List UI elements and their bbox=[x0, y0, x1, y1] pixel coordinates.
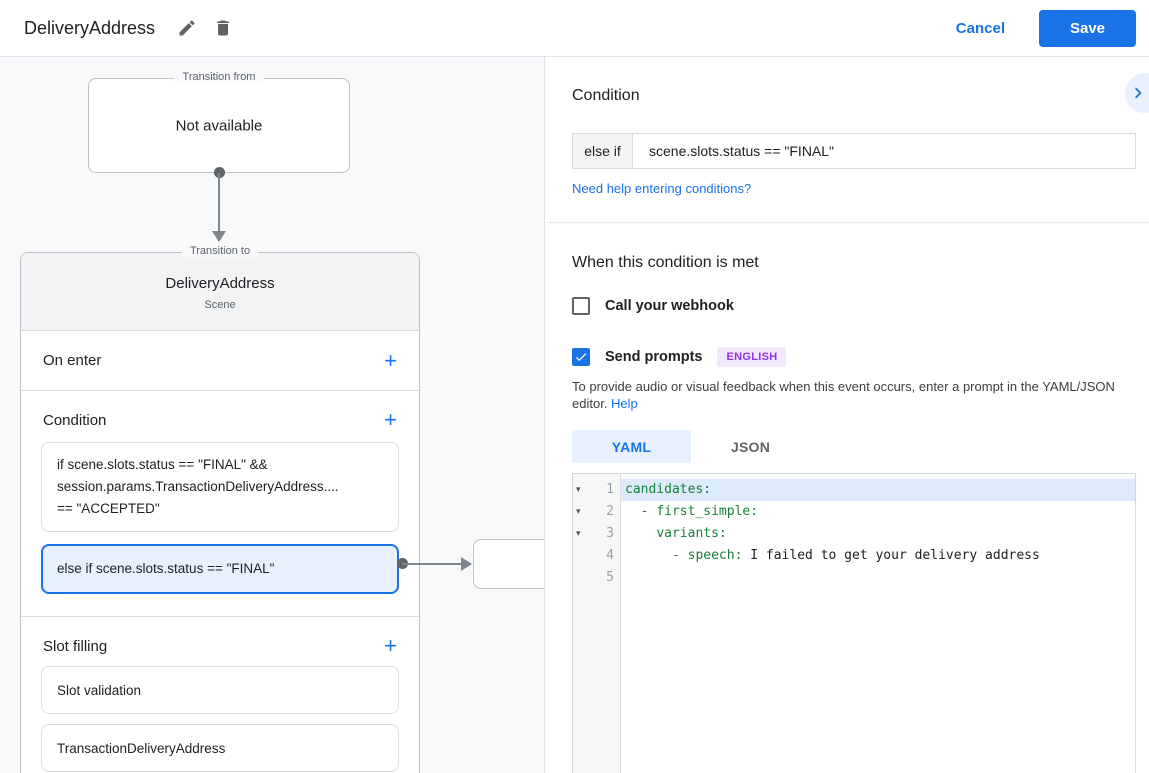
code-token: candidates: bbox=[625, 482, 712, 497]
add-on-enter-icon[interactable]: + bbox=[384, 347, 397, 373]
checkmark-icon bbox=[575, 353, 587, 362]
webhook-option-row: Call your webhook bbox=[572, 297, 734, 315]
code-token bbox=[625, 526, 656, 541]
condition-expression-input[interactable]: scene.slots.status == "FINAL" bbox=[649, 143, 835, 159]
tab-yaml[interactable]: YAML bbox=[572, 430, 691, 463]
prompts-option-row: Send prompts ENGLISH bbox=[572, 347, 787, 367]
collapse-panel-button[interactable] bbox=[1125, 73, 1149, 113]
language-badge: ENGLISH bbox=[717, 347, 787, 367]
code-token: - bbox=[625, 504, 657, 519]
fold-arrow-icon[interactable]: ▾ bbox=[576, 529, 581, 539]
code-token: speech: bbox=[687, 548, 743, 563]
line-number: 1 bbox=[606, 482, 614, 497]
code-line: - first_simple: bbox=[621, 501, 1135, 523]
section-divider bbox=[546, 222, 1149, 223]
condition-section: Condition + if scene.slots.status == "FI… bbox=[21, 391, 419, 617]
on-enter-row[interactable]: On enter + bbox=[21, 331, 419, 391]
top-bar: DeliveryAddress Cancel Save bbox=[0, 0, 1149, 57]
condition-operator: else if bbox=[573, 134, 633, 168]
gutter-row: ▾ 2 bbox=[573, 501, 620, 523]
save-button[interactable]: Save bbox=[1039, 10, 1136, 47]
condition-section-label: Condition bbox=[43, 411, 107, 429]
slot-item[interactable]: TransactionDeliveryAddress bbox=[41, 724, 399, 772]
arrow-down-icon bbox=[212, 231, 226, 242]
prompts-help-link[interactable]: Help bbox=[611, 396, 638, 411]
chevron-right-icon bbox=[1134, 87, 1142, 99]
prompts-description: To provide audio or visual feedback when… bbox=[572, 378, 1134, 412]
add-slot-icon[interactable]: + bbox=[384, 633, 397, 658]
tab-json[interactable]: JSON bbox=[730, 438, 771, 455]
condition-heading: Condition bbox=[572, 87, 640, 104]
scene-card-header: DeliveryAddress Scene bbox=[21, 253, 419, 331]
prompts-description-text: To provide audio or visual feedback when… bbox=[572, 379, 1115, 411]
code-line bbox=[621, 567, 1135, 589]
gutter-row: ▾ 3 bbox=[573, 523, 620, 545]
gutter-row: ▾ 1 bbox=[573, 479, 620, 501]
line-number: 5 bbox=[606, 570, 614, 585]
connector-line-vertical bbox=[218, 173, 220, 231]
condition-item-selected[interactable]: else if scene.slots.status == "FINAL" bbox=[41, 544, 399, 594]
send-prompts-checkbox[interactable] bbox=[572, 348, 590, 366]
transition-to-legend: Transition to bbox=[181, 245, 259, 257]
delete-icon[interactable] bbox=[213, 18, 233, 38]
transition-from-legend: Transition from bbox=[174, 71, 264, 83]
condition-help-link[interactable]: Need help entering conditions? bbox=[572, 181, 752, 196]
code-line: - speech: I failed to get your delivery … bbox=[621, 545, 1135, 567]
transition-from-value: Not available bbox=[175, 117, 263, 134]
code-line: variants: bbox=[621, 523, 1135, 545]
line-number: 2 bbox=[606, 504, 614, 519]
scene-card: Transition to DeliveryAddress Scene On e… bbox=[20, 245, 420, 773]
connector-line-horizontal bbox=[402, 563, 463, 565]
send-prompts-label: Send prompts bbox=[605, 349, 703, 365]
scene-diagram-canvas: Transition from Not available Transition… bbox=[0, 57, 545, 773]
gutter-row: 4 bbox=[573, 545, 620, 567]
code-token: first_simple: bbox=[656, 504, 759, 519]
topbar-actions: Cancel Save bbox=[956, 0, 1136, 57]
code-token: I failed to get your delivery address bbox=[742, 548, 1040, 563]
editor-tabs: YAML JSON bbox=[572, 430, 810, 463]
editor-gutter: ▾ 1 ▾ 2 ▾ 3 4 5 bbox=[573, 474, 621, 773]
webhook-label: Call your webhook bbox=[605, 298, 734, 314]
condition-item[interactable]: if scene.slots.status == "FINAL" && sess… bbox=[41, 442, 399, 532]
transition-target-box bbox=[473, 539, 544, 589]
fold-arrow-icon[interactable]: ▾ bbox=[576, 507, 581, 517]
slot-filling-section: Slot filling + Slot validation Transacti… bbox=[21, 617, 419, 773]
cancel-button[interactable]: Cancel bbox=[955, 20, 1005, 37]
transition-from-box: Transition from Not available bbox=[88, 71, 350, 173]
code-token: variants: bbox=[656, 526, 727, 541]
code-token: - bbox=[625, 548, 688, 563]
code-line: candidates: bbox=[621, 479, 1135, 501]
arrow-right-icon bbox=[461, 557, 472, 571]
condition-detail-panel: Condition else if scene.slots.status == … bbox=[546, 57, 1149, 773]
yaml-code-editor[interactable]: ▾ 1 ▾ 2 ▾ 3 4 5 candidates: bbox=[572, 473, 1136, 773]
when-met-heading: When this condition is met bbox=[572, 254, 759, 271]
scene-card-subtitle: Scene bbox=[204, 299, 236, 311]
webhook-checkbox[interactable] bbox=[572, 297, 590, 315]
line-number: 3 bbox=[606, 526, 614, 541]
connector-dot bbox=[214, 167, 225, 178]
editor-code-area[interactable]: candidates: - first_simple: variants: - … bbox=[621, 474, 1135, 773]
condition-expression-field: else if scene.slots.status == "FINAL" bbox=[572, 133, 1136, 169]
gutter-row: 5 bbox=[573, 567, 620, 589]
scene-card-title: DeliveryAddress bbox=[165, 275, 275, 292]
page-title: DeliveryAddress bbox=[24, 17, 156, 38]
line-number: 4 bbox=[606, 548, 614, 563]
slot-item[interactable]: Slot validation bbox=[41, 666, 399, 714]
slot-filling-label: Slot filling bbox=[43, 637, 108, 655]
on-enter-label: On enter bbox=[43, 352, 102, 369]
add-condition-icon[interactable]: + bbox=[384, 407, 397, 432]
fold-arrow-icon[interactable]: ▾ bbox=[576, 485, 581, 495]
edit-icon[interactable] bbox=[177, 18, 197, 38]
